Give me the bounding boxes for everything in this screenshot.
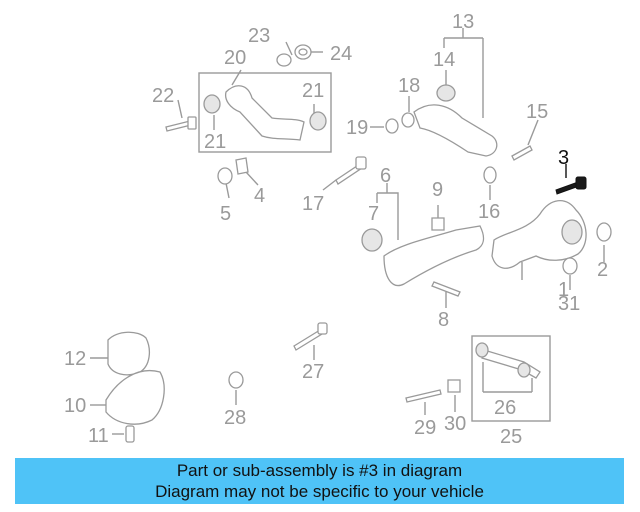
part-5-bushing [217,167,233,185]
callout-20: 20 [224,47,246,69]
callout-21-left: 21 [204,131,226,153]
part-6-arm [361,225,485,287]
part-31-bushing [562,257,578,275]
group-box-20 [198,72,332,153]
callout-2: 2 [597,259,608,281]
callout-21-right: 21 [302,80,324,102]
caption-line-1: Part or sub-assembly is #3 in diagram [176,461,463,480]
callout-14: 14 [433,49,455,71]
group-box-25 [471,335,551,422]
part-26-arm [475,342,541,379]
callout-10: 10 [64,395,86,417]
part-9-bolt [431,217,445,231]
caption-line-2: Diagram may not be specific to your vehi… [155,482,484,501]
part-3-bolt [555,176,587,195]
callout-17: 17 [302,193,324,215]
callout-25: 25 [500,426,522,448]
callout-19: 19 [346,117,368,139]
bracket-26 [482,362,533,393]
part-8-bolt [431,281,461,297]
part-29-bolt [405,389,442,403]
part-18-ring [401,112,415,128]
callout-29: 29 [414,417,436,439]
part-30-nut [447,379,461,393]
callout-15: 15 [526,101,548,123]
callout-5: 5 [220,203,231,225]
part-10-bracket [105,370,165,425]
part-22-bolt [165,116,197,132]
bracket-13 [443,28,484,118]
callout-13: 13 [452,11,474,33]
callout-12: 12 [64,348,86,370]
callout-6: 6 [380,165,391,187]
part-28-bushing [228,371,244,389]
part-13-arm [413,84,498,157]
caption-banner: Part or sub-assembly is #3 in diagram Di… [15,458,624,504]
callout-26: 26 [494,397,516,419]
callout-31: 31 [558,293,580,315]
part-17-bolt [335,156,367,185]
callout-23: 23 [248,25,270,47]
callout-16: 16 [478,201,500,223]
part-4-bracket [235,157,249,175]
part-20-arm [203,85,327,141]
callout-8: 8 [438,309,449,331]
callout-1: 1 [558,279,569,301]
part-27-bolt [293,322,328,351]
callout-3: 3 [558,147,569,169]
part-16-bushing [483,166,497,184]
callout-27: 27 [302,361,324,383]
callout-7: 7 [368,203,379,225]
callout-30: 30 [444,413,466,435]
callout-4: 4 [254,185,265,207]
part-2-bushing [596,222,612,242]
part-24-ring [294,44,312,60]
part-15-bolt [511,145,533,161]
callout-22: 22 [152,85,174,107]
part-11-bolt [125,425,135,443]
part-19-ring [385,118,399,134]
bracket-6 [376,183,399,240]
callout-9: 9 [432,179,443,201]
callout-18: 18 [398,75,420,97]
callout-11: 11 [88,425,109,447]
part-12-mount [107,331,151,376]
part-1-knuckle [491,200,587,269]
part-23-ring [276,53,292,67]
callout-24: 24 [330,43,352,65]
callout-28: 28 [224,407,246,429]
